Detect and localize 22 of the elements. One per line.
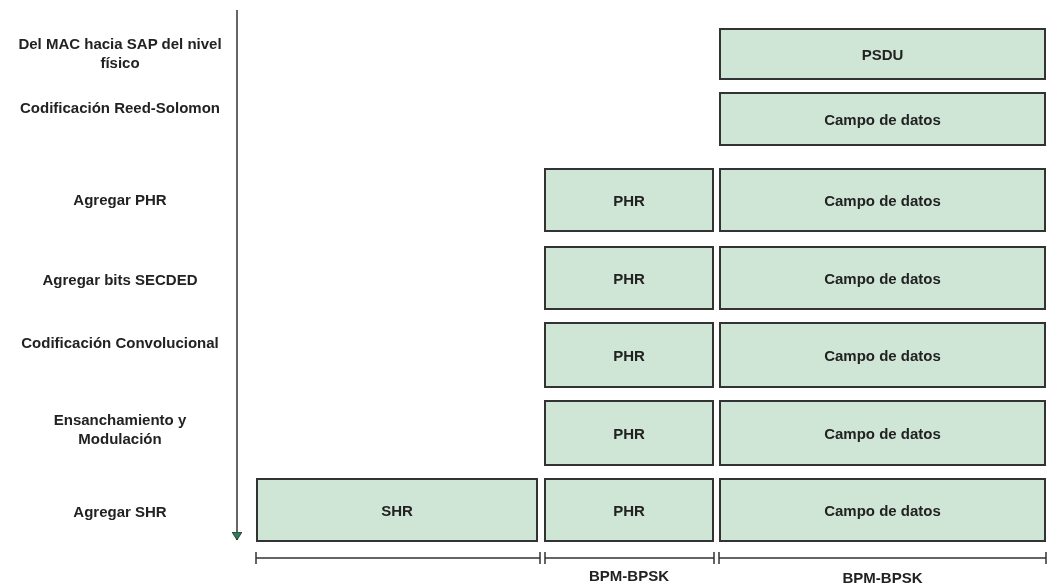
header-field-box: PHR bbox=[544, 400, 714, 466]
header-field-box: PHR bbox=[544, 322, 714, 388]
step-label: Agregar bits SECDED bbox=[41, 270, 199, 289]
header-field-box: PHR bbox=[544, 168, 714, 232]
data-field-box: Campo de datos bbox=[719, 168, 1046, 232]
dimension-label: BPM-BPSK bbox=[588, 566, 670, 585]
data-field-box: Campo de datos bbox=[719, 322, 1046, 388]
dimension-label: BPM-BPSK bbox=[841, 568, 924, 587]
header-field-box: PHR bbox=[544, 478, 714, 542]
step-label: Codificación Reed-Solomon bbox=[20, 98, 220, 117]
step-label: Agregar SHR bbox=[72, 502, 168, 521]
step-label: Ensanchamiento y Modulación bbox=[52, 410, 188, 448]
step-label: Del MAC hacia SAP del nivel físico bbox=[17, 34, 223, 72]
data-field-box: PSDU bbox=[719, 28, 1046, 80]
step-label: Agregar PHR bbox=[72, 190, 168, 209]
data-field-box: Campo de datos bbox=[719, 92, 1046, 146]
header-field-box: PHR bbox=[544, 246, 714, 310]
header-field-box: SHR bbox=[256, 478, 538, 542]
step-label: Codificación Convolucional bbox=[20, 333, 220, 352]
data-field-box: Campo de datos bbox=[719, 246, 1046, 310]
data-field-box: Campo de datos bbox=[719, 478, 1046, 542]
data-field-box: Campo de datos bbox=[719, 400, 1046, 466]
